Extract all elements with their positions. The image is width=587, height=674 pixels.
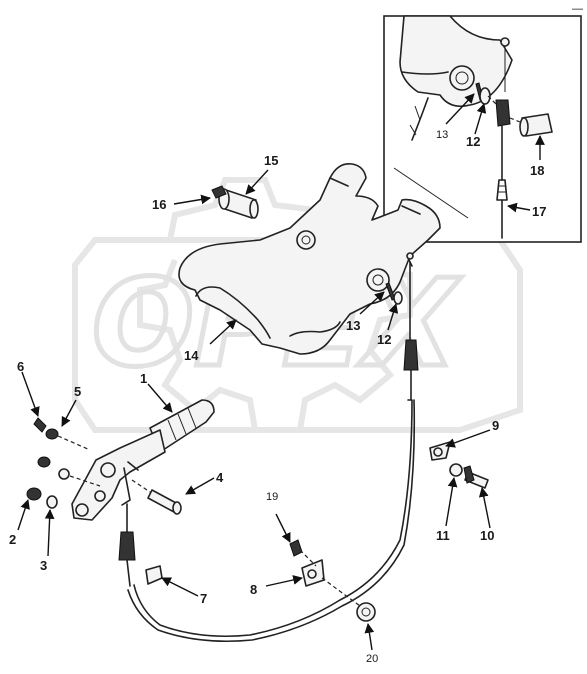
callout-5: 5 — [74, 384, 81, 399]
callout-6: 6 — [17, 359, 24, 374]
callout-12-inset: 12 — [466, 134, 480, 149]
callout-3: 3 — [40, 558, 47, 573]
corner-mark: — — [572, 3, 583, 15]
bolt-upper — [37, 456, 51, 468]
callout-12: 12 — [377, 332, 391, 347]
callout-4: 4 — [216, 470, 224, 485]
callout-20: 20 — [366, 653, 378, 665]
callout-15: 15 — [264, 153, 278, 168]
nut-5 — [45, 428, 59, 440]
callout-19: 19 — [266, 491, 278, 503]
callout-17: 17 — [532, 204, 546, 219]
clevis-pin-15 — [211, 185, 259, 219]
brake-cable — [127, 261, 419, 643]
callout-14: 14 — [184, 348, 199, 363]
clip-7 — [145, 565, 163, 585]
washer-3 — [46, 495, 58, 509]
callout-labels: 1 2 3 4 5 6 7 8 9 10 11 12 13 14 15 16 1… — [9, 129, 546, 665]
bolt-19 — [289, 539, 303, 557]
callout-9: 9 — [492, 418, 499, 433]
washer-11 — [449, 463, 463, 477]
washer-12 — [393, 291, 403, 305]
washer-upper — [58, 468, 70, 480]
bolt-2 — [26, 487, 42, 501]
callout-18: 18 — [530, 163, 544, 178]
callout-7: 7 — [200, 591, 207, 606]
handbrake-lever-1 — [71, 399, 215, 521]
bracket-9 — [429, 441, 451, 461]
cotter-6 — [33, 417, 47, 433]
callout-8: 8 — [250, 582, 257, 597]
callout-2: 2 — [9, 532, 16, 547]
handle-cable-end — [118, 503, 136, 587]
leader-lines — [17, 93, 545, 651]
callout-16: 16 — [152, 197, 166, 212]
bracket-8 — [301, 559, 325, 587]
bolt-10 — [463, 465, 489, 489]
callout-10: 10 — [480, 528, 494, 543]
nut-20 — [356, 602, 376, 622]
callout-13-inset: 13 — [436, 129, 448, 141]
inset-detail — [383, 15, 582, 243]
equalizer-lever-14 — [178, 162, 441, 355]
callout-11: 11 — [436, 528, 450, 543]
callout-1: 1 — [140, 371, 147, 386]
callout-13: 13 — [346, 318, 360, 333]
pin-4 — [147, 489, 182, 515]
